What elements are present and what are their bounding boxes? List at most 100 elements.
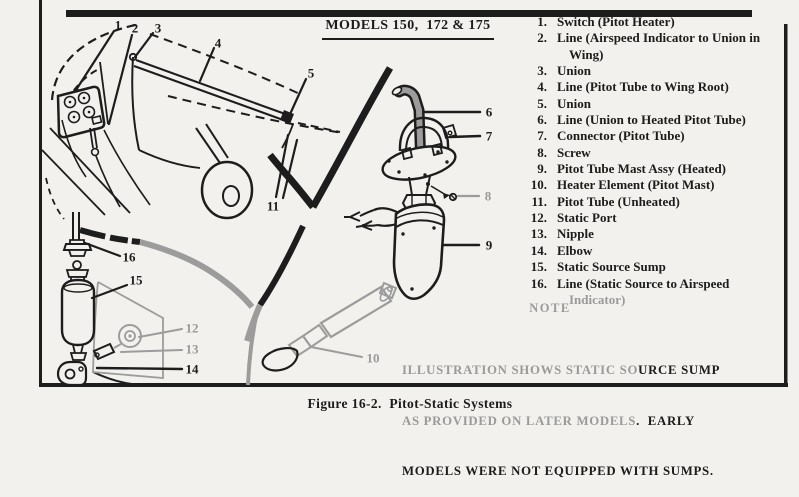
part-label-text: Switch (Pitot Heater) <box>557 14 675 29</box>
part-label-text: Static Port <box>557 210 617 226</box>
parts-list-item: 12. Static Port <box>517 210 785 226</box>
static-sump-assembly-drawing <box>56 212 164 387</box>
note-heading: NOTE <box>529 301 571 315</box>
part-number: 10. <box>530 177 547 193</box>
part-label-text: Line (Pitot Tube to Wing Root) <box>557 79 729 95</box>
part-number: 14. <box>530 242 547 258</box>
parts-list-item: 11. Pitot Tube (Unheated) <box>517 194 785 210</box>
part-label-text: Line (Union to Heated Pitot Tube) <box>557 112 746 128</box>
callout-4: 4 <box>214 35 222 51</box>
parts-list-item: 7. Connector (Pitot Tube) <box>517 128 785 144</box>
note-line-1-dark: URCE SUMP <box>638 362 721 377</box>
callout-16: 16 <box>122 249 136 265</box>
parts-list-item: 5. Union <box>517 96 785 112</box>
part-label: Screw <box>557 145 785 161</box>
callout-1: 1 <box>114 17 122 33</box>
callout-7: 7 <box>485 128 493 144</box>
part-label-text: Union <box>557 95 591 111</box>
part-label-text: Connector (Pitot Tube) <box>557 128 685 144</box>
part-number: 6. <box>537 112 547 128</box>
scanned-manual-page: { "title": "MODELS 150, 172 & 175", "cap… <box>39 0 788 479</box>
callout-13: 13 <box>185 341 199 357</box>
pitot-mast-assembly-drawing <box>344 84 458 301</box>
part-label: Line (Airspeed Indicator to Union in Win… <box>557 30 785 63</box>
part-number: 5. <box>537 95 547 111</box>
part-label: Line (Static Source to Airspeed Indicato… <box>557 276 785 309</box>
parts-list-item: 1. Switch (Pitot Heater) <box>517 14 785 30</box>
part-number: 2. <box>537 30 547 46</box>
part-label: Pitot Tube Mast Assy (Heated) <box>557 161 785 177</box>
part-label: Union <box>557 63 785 79</box>
part-label: Static Port <box>557 210 785 226</box>
part-number: 3. <box>537 63 547 79</box>
part-label: Heater Element (Pitot Mast) <box>557 177 785 193</box>
parts-list-item: 15. Static Source Sump <box>517 259 785 275</box>
callout-6: 6 <box>485 104 493 120</box>
callout-3: 3 <box>154 20 162 36</box>
part-label: Pitot Tube (Unheated) <box>557 194 785 210</box>
models-title: MODELS 150, 172 & 175 <box>322 18 494 40</box>
parts-list-item: 4. Line (Pitot Tube to Wing Root) <box>517 79 785 95</box>
part-label-text: Static Source Sump <box>557 259 666 275</box>
part-label: Union <box>557 96 785 112</box>
part-number: 11. <box>531 193 547 209</box>
part-number: 4. <box>537 79 547 95</box>
note-line-3-dark: MODELS WERE NOT EQUIPPED WITH SUMPS. <box>402 464 714 479</box>
callout-11: 11 <box>266 198 280 214</box>
parts-list-item: 14. Elbow <box>517 243 785 259</box>
part-label-text: Elbow <box>557 242 593 258</box>
part-label: Switch (Pitot Heater) <box>557 14 785 30</box>
part-number: 7. <box>537 128 547 144</box>
callout-10: 10 <box>366 350 380 366</box>
part-label-text: Line (Static Source to Airspeed <box>557 275 730 291</box>
figure-border <box>39 0 788 387</box>
part-label-faded-text: Indicator) <box>569 291 626 307</box>
note-line-1: ILLUSTRATION SHOWS STATIC SOURCE SUMP <box>402 362 792 379</box>
part-label-text: Line (Airspeed Indicator to Union in Win… <box>557 30 761 62</box>
callout-15: 15 <box>129 272 143 288</box>
part-number: 15. <box>530 259 547 275</box>
part-label-text: Pitot Tube (Unheated) <box>557 193 680 209</box>
parts-list: 1. Switch (Pitot Heater) 2. Line (Airspeed… <box>517 14 785 308</box>
callout-8: 8 <box>484 188 492 204</box>
figure-caption: Figure 16-2. Pitot-Static Systems <box>307 396 513 411</box>
part-label: Line (Pitot Tube to Wing Root) <box>557 79 785 95</box>
note-line-3: MODELS WERE NOT EQUIPPED WITH SUMPS. <box>402 463 792 480</box>
part-label: Connector (Pitot Tube) <box>557 128 785 144</box>
part-label-text: Screw <box>557 144 591 160</box>
note-line-2-dark: . EARLY <box>636 413 695 428</box>
callout-leader-lines <box>74 29 482 371</box>
part-label: Line (Union to Heated Pitot Tube) <box>557 112 785 128</box>
note-text: ILLUSTRATION SHOWS STATIC SOURCE SUMP AS… <box>402 328 792 497</box>
parts-list-item: 6. Line (Union to Heated Pitot Tube) <box>517 112 785 128</box>
parts-list-item: 3. Union <box>517 63 785 79</box>
pitot-static-diagram <box>39 0 788 387</box>
part-label-text: Pitot Tube Mast Assy (Heated) <box>557 161 726 177</box>
part-number: 1. <box>537 14 547 29</box>
parts-list-item: 13. Nipple <box>517 226 785 242</box>
parts-list-item: 8. Screw <box>517 145 785 161</box>
callout-14: 14 <box>185 361 199 377</box>
callout-2: 2 <box>131 20 139 36</box>
parts-list-item: 2. Line (Airspeed Indicator to Union in W… <box>517 30 785 63</box>
parts-list-item: 10. Heater Element (Pitot Mast) <box>517 177 785 193</box>
part-number: 8. <box>537 144 547 160</box>
part-label: Elbow <box>557 243 785 259</box>
note-line-1-faded: ILLUSTRATION SHOWS STATIC SO <box>402 362 639 377</box>
part-label-text: Union <box>557 63 591 79</box>
callout-12: 12 <box>185 320 199 336</box>
break-line-marks <box>79 66 394 386</box>
part-label-text: Nipple <box>557 226 594 242</box>
parts-list-item: 16.Line (Static Source to Airspeed Indic… <box>517 276 785 309</box>
part-number: 9. <box>537 161 547 177</box>
part-label-text: Heater Element (Pitot Mast) <box>557 177 715 193</box>
part-label: Static Source Sump <box>557 259 785 275</box>
parts-list-item: 9. Pitot Tube Mast Assy (Heated) <box>517 161 785 177</box>
cabin-cutaway-drawing <box>41 22 344 220</box>
part-number: 13. <box>530 226 547 242</box>
part-number: 12. <box>530 210 547 226</box>
part-label: Nipple <box>557 226 785 242</box>
callout-5: 5 <box>307 65 315 81</box>
note-line-2: AS PROVIDED ON LATER MODELS. EARLY <box>402 413 792 430</box>
callout-9: 9 <box>485 237 493 253</box>
